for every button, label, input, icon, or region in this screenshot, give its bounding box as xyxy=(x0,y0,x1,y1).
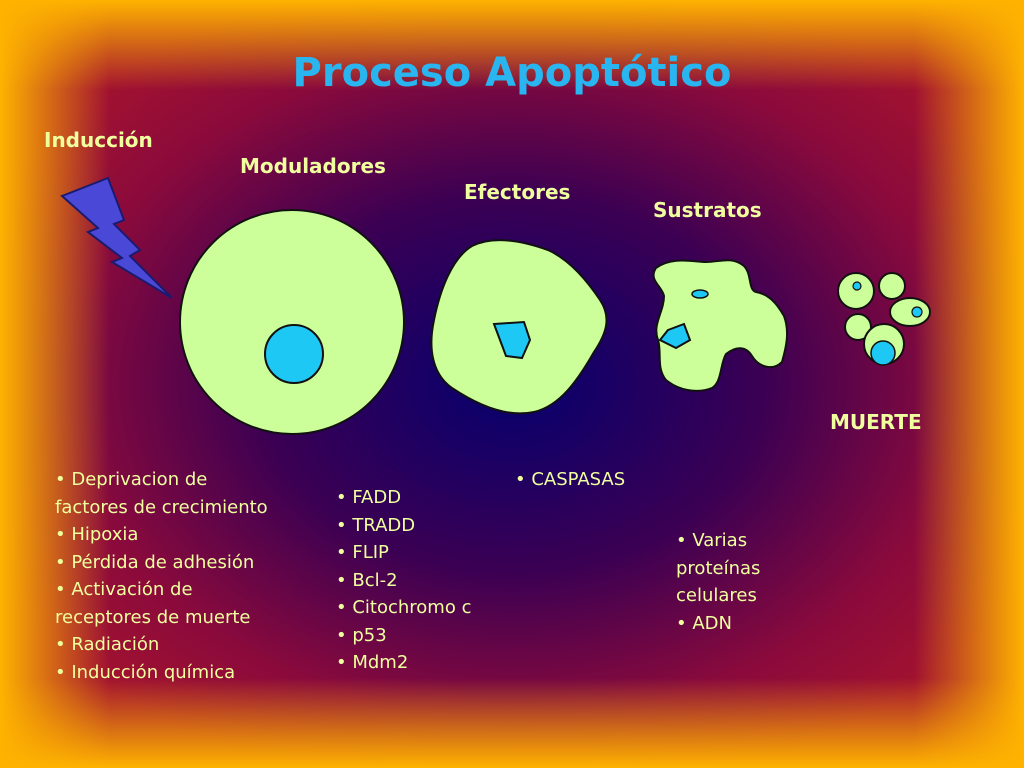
nucleus-icon xyxy=(658,322,692,350)
list-efectores: • CASPASAS xyxy=(515,466,625,494)
list-item: • p53 xyxy=(336,624,387,646)
stage-label-moduladores: Moduladores xyxy=(240,154,386,178)
list-item: • Varias xyxy=(676,530,748,551)
stage-label-sustratos: Sustratos xyxy=(653,198,762,222)
cell-icon xyxy=(837,272,875,310)
list-item: • Inducción química xyxy=(55,661,236,683)
nucleus-icon xyxy=(264,324,324,384)
apoptotic-bodies xyxy=(837,272,931,366)
stage-label-induccion: Inducción xyxy=(44,128,153,152)
nucleus-icon xyxy=(911,306,923,318)
nucleus-icon xyxy=(852,281,862,291)
list-item: • Pérdida de adhesión xyxy=(55,551,255,573)
nucleus-icon xyxy=(870,340,896,366)
stage-label-efectores: Efectores xyxy=(464,180,571,204)
list-item: • ADN xyxy=(676,612,732,634)
cell-icon xyxy=(878,272,906,300)
page-title: Proceso Apoptótico xyxy=(292,50,732,96)
modulator-cell xyxy=(179,209,405,435)
list-item: • FLIP xyxy=(336,542,389,563)
list-item: • Mdm2 xyxy=(336,652,409,673)
cell-icon xyxy=(179,209,405,435)
nucleus-icon xyxy=(691,289,709,299)
list-item: • Citochromo c xyxy=(336,597,472,618)
list-moduladores: • FADD • TRADD • FLIP • Bcl-2 • Citochro… xyxy=(336,484,471,677)
list-item: • CASPASAS xyxy=(515,469,626,490)
lightning-bolt-icon xyxy=(60,176,173,299)
list-item: • FADD xyxy=(336,487,402,508)
list-sustratos: • Varias proteínas celulares • ADN xyxy=(676,527,760,637)
substrate-cell xyxy=(652,259,789,392)
list-item: • Activación de xyxy=(55,579,193,600)
list-item: • Radiación xyxy=(55,634,160,655)
list-induccion: • Deprivacion de factores de crecimiento… xyxy=(55,466,268,686)
cell-icon xyxy=(652,259,789,392)
list-item: • Bcl-2 xyxy=(336,569,398,591)
stage-label-muerte: MUERTE xyxy=(830,410,922,434)
list-item: • TRADD xyxy=(336,514,416,536)
list-item: • Deprivacion de xyxy=(55,469,208,490)
cell-icon xyxy=(889,297,931,327)
cell-icon xyxy=(844,313,872,341)
effector-cell xyxy=(430,239,608,415)
list-item: celulares xyxy=(676,585,757,606)
list-item: • Hipoxia xyxy=(55,524,139,545)
list-item: receptores de muerte xyxy=(55,606,251,628)
list-item: factores de crecimiento xyxy=(55,496,268,518)
nucleus-icon xyxy=(492,320,532,360)
list-item: proteínas xyxy=(676,557,761,579)
